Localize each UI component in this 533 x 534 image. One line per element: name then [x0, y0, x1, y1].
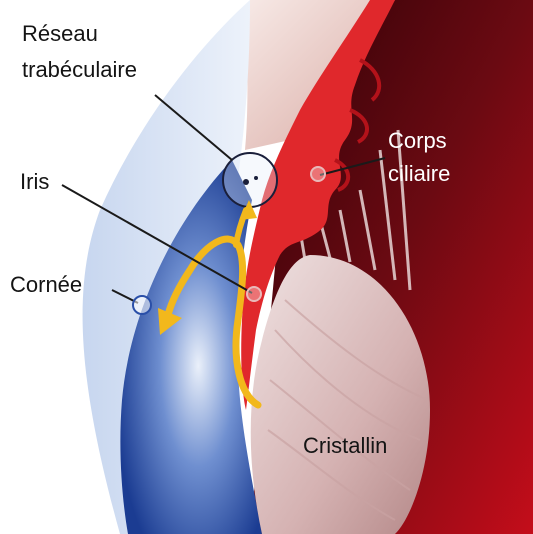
trabecular-zoom-circle-icon: [223, 153, 277, 207]
trabecular-dot: [243, 179, 249, 185]
trabecular-dot-2: [254, 176, 258, 180]
label-cristallin: Cristallin: [303, 432, 387, 459]
label-reseau-line2: trabéculaire: [22, 56, 137, 83]
circle-marker-icon: [311, 167, 325, 181]
circle-marker-icon: [133, 296, 151, 314]
circle-marker-icon: [247, 287, 261, 301]
label-corps-line1: Corps: [388, 127, 447, 154]
label-cornee: Cornée: [10, 271, 82, 298]
label-corps-line2: ciliaire: [388, 160, 450, 187]
label-iris: Iris: [20, 168, 49, 195]
label-reseau-line1: Réseau: [22, 20, 98, 47]
